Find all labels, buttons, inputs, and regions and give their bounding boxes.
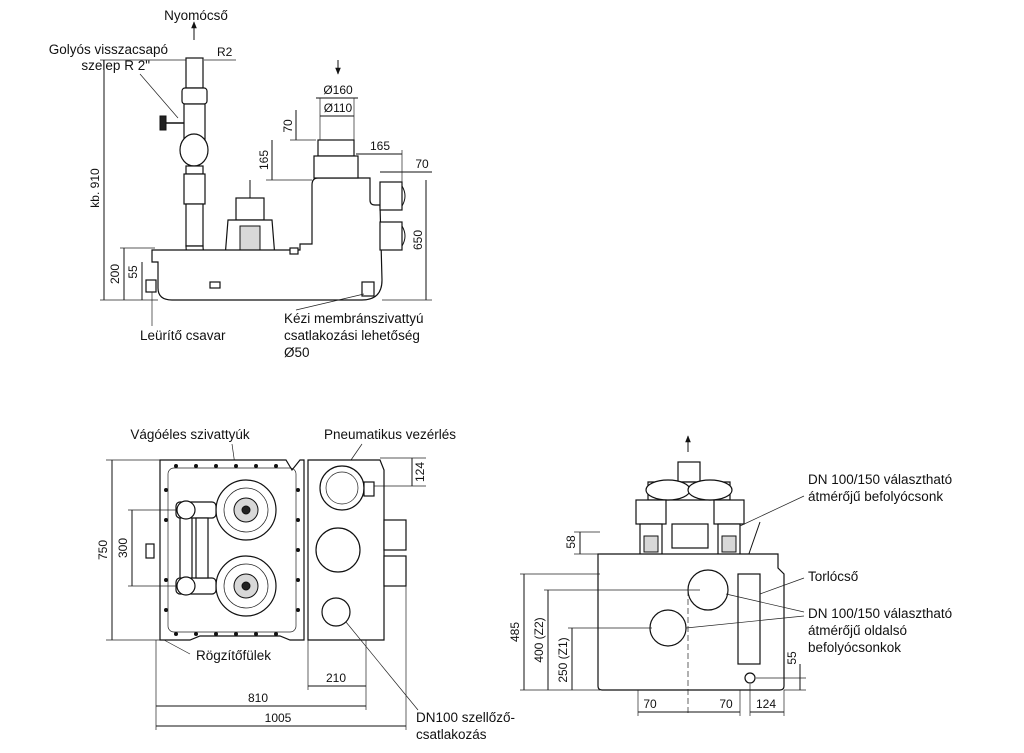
check-valve-label-2: szelep R 2" xyxy=(81,58,150,73)
pressure-pipe-label: Nyomócső xyxy=(164,8,228,23)
front-view: DN 100/150 választható átmérőjű befolyóc… xyxy=(508,435,952,716)
side-inlet-label-3: befolyócsonkok xyxy=(808,640,901,655)
side-inlet-stubs xyxy=(383,519,407,587)
dim-top-210: 210 xyxy=(326,671,346,685)
dim-v70: 70 xyxy=(281,119,295,133)
dim-v165: 165 xyxy=(257,150,271,170)
dim-top-300: 300 xyxy=(116,538,130,558)
dim-v200: 200 xyxy=(108,264,122,284)
manual-pump-label-2: csatlakozási lehetőség xyxy=(284,328,420,343)
front-pressure-pipe xyxy=(737,573,761,665)
r2-label: R2 xyxy=(217,45,233,59)
manual-pump-label-3: Ø50 xyxy=(284,345,310,360)
pressure-pipe-label-front: Torlócső xyxy=(808,569,858,584)
drain-screw-label: Leürítő csavar xyxy=(140,328,226,343)
vent-connection xyxy=(321,597,351,627)
tank-body xyxy=(151,177,383,301)
dim-top-810: 810 xyxy=(248,691,268,705)
vent-label-1: DN100 szellőző- xyxy=(416,710,515,725)
vent-label-2: csatlakozás xyxy=(416,727,487,742)
inlet-label-2: átmérőjű befolyócsonk xyxy=(808,489,943,504)
top-view: Vágóéles szivattyúk Pneumatikus vezérlés xyxy=(96,427,515,742)
riser-pipe xyxy=(179,57,223,269)
dim-v650: 650 xyxy=(411,230,425,250)
side-view: Nyomócső Golyós visszacsapó szelep R 2" … xyxy=(49,8,432,360)
dim-v55: 55 xyxy=(126,265,140,279)
side-inlets xyxy=(379,181,406,251)
pump-upper xyxy=(215,479,277,541)
top-inlet-socket xyxy=(313,139,359,179)
dim-front-70b: 70 xyxy=(719,697,733,711)
dim-front-485: 485 xyxy=(508,622,522,642)
check-valve-label-1: Golyós visszacsapó xyxy=(49,42,168,57)
dim-front-58: 58 xyxy=(564,535,578,549)
side-inlet-label-1: DN 100/150 választható xyxy=(808,606,952,621)
dim-front-124: 124 xyxy=(756,697,776,711)
dim-kb910: kb. 910 xyxy=(88,168,102,208)
side-inlet-label-2: átmérőjű oldalsó xyxy=(808,623,907,638)
pneumatic-control-dome xyxy=(319,465,375,511)
drain-screw xyxy=(145,279,157,293)
pump-lower xyxy=(215,555,277,617)
bolt-holes xyxy=(164,464,300,636)
manual-pump-port xyxy=(361,281,375,297)
fixing-lugs-label: Rögzítőfülek xyxy=(196,648,271,663)
pneumatic-control-label: Pneumatikus vezérlés xyxy=(324,427,456,442)
discharge-pipes xyxy=(145,500,217,596)
cutting-pumps-label: Vágóéles szivattyúk xyxy=(130,427,250,442)
dim-h70: 70 xyxy=(415,157,429,171)
dim-d160: Ø160 xyxy=(323,83,353,97)
manual-pump-label-1: Kézi membránszivattyú xyxy=(284,311,424,326)
front-inlet-lower xyxy=(649,609,687,647)
valve-handwheel xyxy=(159,115,184,131)
dim-top-1005: 1005 xyxy=(265,711,292,725)
dim-front-55: 55 xyxy=(785,651,799,665)
inlet-circle-middle xyxy=(315,527,361,573)
dim-front-z1: 250 (Z1) xyxy=(556,637,570,682)
front-drain xyxy=(744,672,756,684)
dim-h165: 165 xyxy=(370,139,390,153)
check-valve-leader xyxy=(139,73,179,119)
dim-top-124: 124 xyxy=(413,462,427,482)
dim-front-z2: 400 (Z2) xyxy=(532,617,546,662)
dim-front-70a: 70 xyxy=(643,697,657,711)
dim-top-750: 750 xyxy=(96,540,110,560)
inlet-label-1: DN 100/150 választható xyxy=(808,472,952,487)
dim-d110: Ø110 xyxy=(324,101,353,115)
